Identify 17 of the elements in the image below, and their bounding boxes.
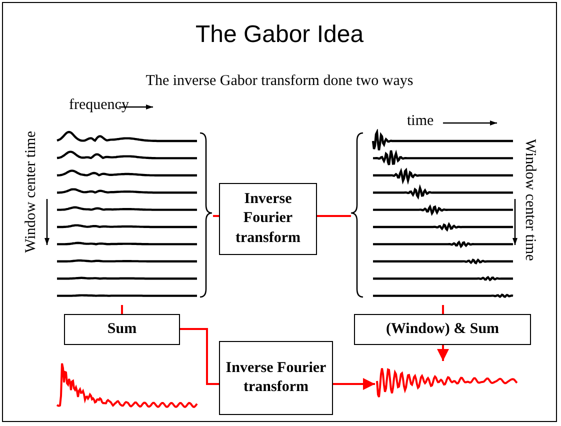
- connector-line: [180, 328, 219, 385]
- process-box: Inverse Fourier transform: [219, 341, 333, 415]
- axis-label: Window center time: [23, 131, 40, 253]
- connector-line: [442, 305, 444, 314]
- axis-label: frequency: [69, 97, 129, 114]
- process-box: Sum: [64, 314, 180, 345]
- arrow: [333, 378, 375, 390]
- subtitle: The inverse Gabor transform done two ways: [144, 73, 414, 90]
- connector-line: [213, 215, 219, 217]
- axis-label: Window center time: [521, 139, 538, 261]
- process-box: Inverse Fourier transform: [219, 183, 317, 255]
- axis-label: time: [407, 113, 434, 130]
- slide-title: The Gabor Idea: [194, 21, 365, 49]
- connector-line: [317, 215, 351, 217]
- connector-line: [121, 305, 123, 314]
- arrow: [437, 345, 449, 361]
- process-box: (Window) & Sum: [354, 314, 531, 345]
